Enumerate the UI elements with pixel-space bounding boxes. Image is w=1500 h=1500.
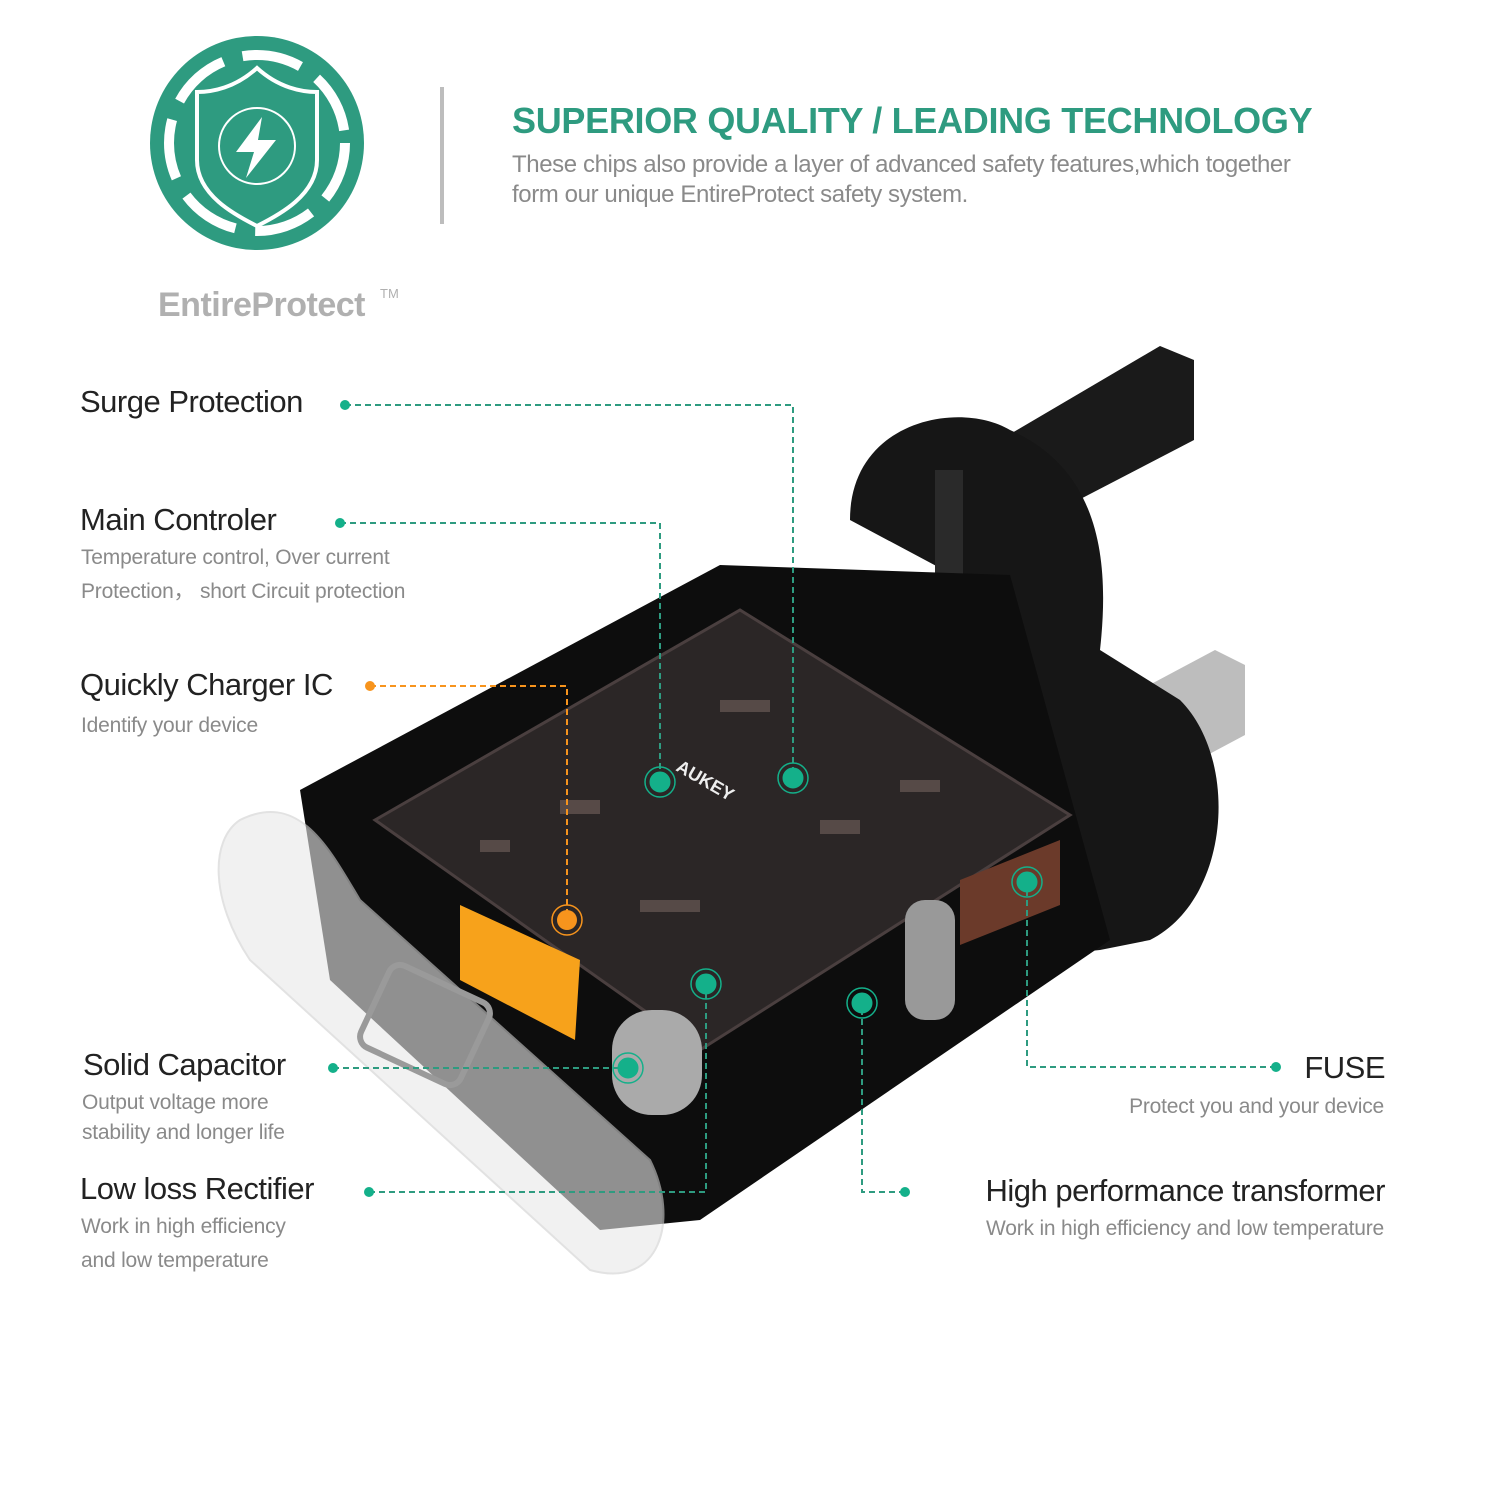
front-cover (217, 811, 665, 1275)
leader-controller (340, 522, 661, 782)
trademark: TM (380, 286, 399, 301)
description-line: form our unique EntireProtect safety sys… (512, 181, 968, 208)
capacitor (612, 1010, 702, 1115)
leader-fuse (1026, 882, 1276, 1068)
fuse-component (960, 840, 1060, 945)
callout-rectifier-title: Low loss Rectifier (80, 1171, 314, 1206)
callout-quick-charger-title: Quickly Charger IC (80, 667, 333, 702)
page-title: SUPERIOR QUALITY / LEADING TECHNOLOGY (512, 100, 1313, 141)
callout-controller-desc: Protection， short Circuit protection (81, 580, 406, 603)
marker-surge (782, 767, 804, 789)
callout-transformer-desc: Work in high efficiency and low temperat… (986, 1217, 1384, 1240)
callout-quick-charger-desc: Identify your device (81, 714, 258, 737)
page-description: These chips also provide a layer of adva… (512, 150, 1291, 210)
callout-controller-title: Main Controler (80, 502, 277, 537)
callout-fuse-desc: Protect you and your device (1129, 1095, 1384, 1118)
brand-name: EntireProtect (158, 286, 366, 324)
leader-rectifier (369, 984, 707, 1193)
marker-controller (649, 771, 671, 793)
marker-capacitor (617, 1057, 639, 1079)
callout-controller-desc: Temperature control, Over current (81, 546, 390, 569)
callout-transformer-title: High performance transformer (985, 1173, 1386, 1208)
callout-rectifier-desc: and low temperature (81, 1249, 269, 1272)
marker-rectifier (695, 973, 717, 995)
shield-lightning-icon (150, 36, 364, 250)
callout-rectifier-desc: Work in high efficiency (81, 1215, 286, 1238)
header-divider (440, 87, 444, 224)
usb-port (460, 905, 580, 1040)
circuit-board (375, 610, 1070, 1050)
callout-fuse-title: FUSE (1304, 1050, 1385, 1085)
marker-quick-charger (557, 910, 577, 930)
description-line: These chips also provide a layer of adva… (512, 151, 1291, 178)
marker-fuse (1016, 871, 1038, 893)
marker-transformer (851, 992, 873, 1014)
callout-capacitor-desc: Output voltage more (82, 1091, 269, 1114)
leader-quick-charger (370, 685, 568, 920)
callout-surge-title: Surge Protection (80, 384, 303, 419)
callout-capacitor-desc: stability and longer life (82, 1121, 285, 1144)
callout-capacitor-title: Solid Capacitor (83, 1047, 286, 1082)
leader-transformer (861, 1003, 905, 1193)
